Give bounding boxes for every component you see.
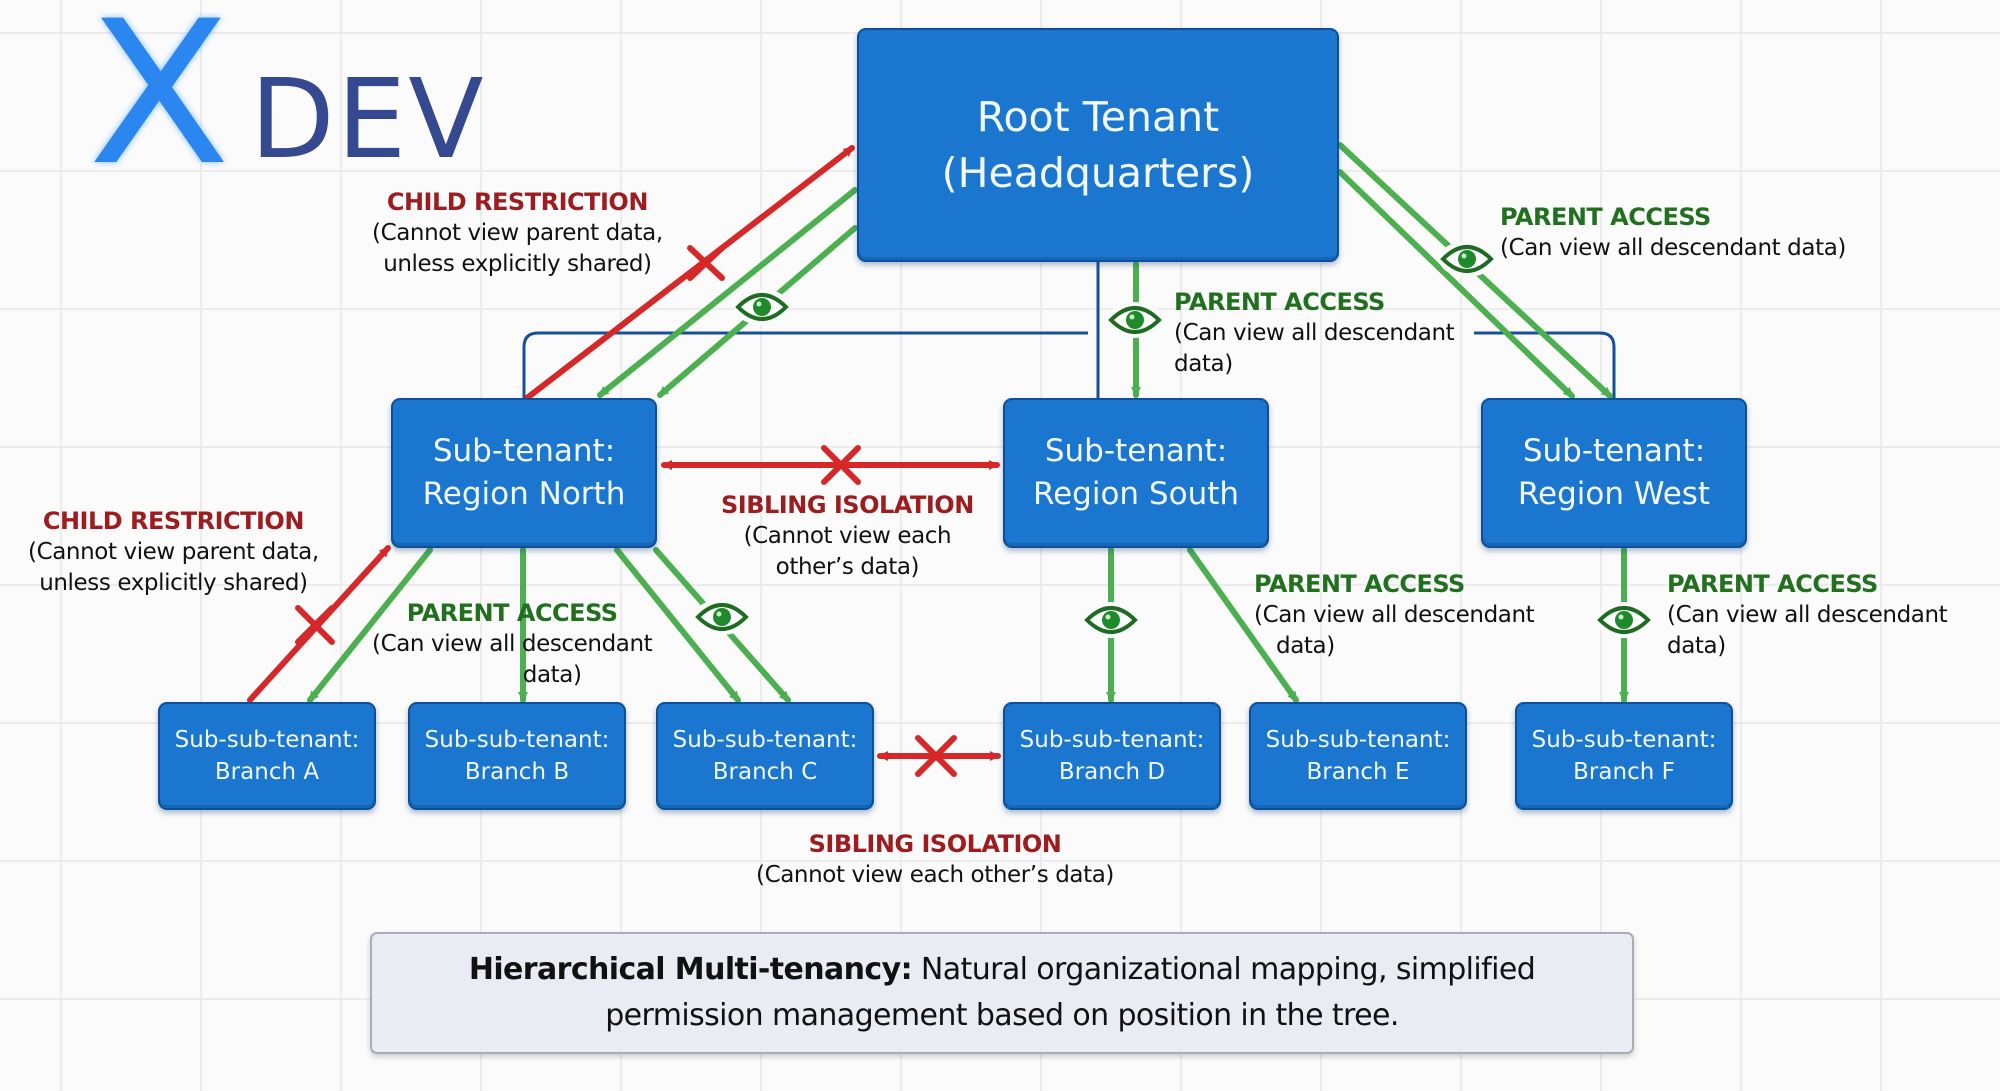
eye-icon	[1439, 241, 1495, 277]
node-branch-f[interactable]: Sub-sub-tenant: Branch F	[1515, 702, 1733, 810]
x-icon	[295, 605, 335, 645]
summary-box: Hierarchical Multi-tenancy: Natural orga…	[370, 932, 1634, 1054]
node-subtitle: Region West	[1517, 476, 1711, 512]
summary-line-1: Hierarchical Multi-tenancy: Natural orga…	[468, 947, 1536, 993]
logo-text: DEV	[250, 55, 486, 183]
summary-heading: Hierarchical Multi-tenancy:	[468, 952, 913, 987]
node-region-south[interactable]: Sub-tenant: Region South	[1003, 398, 1269, 548]
node-subtitle: Branch E	[1306, 759, 1410, 785]
summary-text: Natural organizational mapping, simplifi…	[911, 952, 1536, 987]
label-parent-access-south-e: PARENT ACCESS (Can view all descendant d…	[1254, 570, 1535, 659]
arrow-north-to-branch-c-1	[614, 547, 741, 703]
label-parent-access-north-b: PARENT ACCESS (Can view all descendant d…	[372, 599, 653, 688]
label-child-restriction-top: CHILD RESTRICTION (Cannot view parent da…	[372, 188, 663, 277]
node-title: Sub-sub-tenant:	[174, 727, 360, 753]
node-subtitle: Branch D	[1058, 759, 1166, 785]
node-root-tenant[interactable]: Root Tenant (Headquarters)	[857, 28, 1339, 262]
logo-mark: X	[88, 0, 231, 209]
label-child-restriction-left: CHILD RESTRICTION (Cannot view parent da…	[28, 507, 319, 596]
node-subtitle: Branch B	[464, 759, 570, 785]
node-title: Sub-tenant:	[432, 433, 616, 469]
node-title: Root Tenant	[976, 93, 1220, 141]
eye-icon	[1083, 602, 1139, 638]
blocked-marks	[295, 245, 957, 777]
node-subtitle: Region North	[422, 476, 626, 512]
label-parent-access-root-west: PARENT ACCESS (Can view all descendant d…	[1500, 203, 1846, 261]
arrow-south-to-branch-e	[1187, 547, 1299, 703]
node-title: Sub-sub-tenant:	[1531, 727, 1717, 753]
label-sibling-isolation-regions: SIBLING ISOLATION (Cannot view each othe…	[721, 491, 974, 580]
node-branch-a[interactable]: Sub-sub-tenant: Branch A	[158, 702, 376, 810]
arrow-north-to-root-blocked	[524, 145, 855, 401]
node-branch-c[interactable]: Sub-sub-tenant: Branch C	[656, 702, 874, 810]
node-region-west[interactable]: Sub-tenant: Region West	[1481, 398, 1747, 548]
node-title: Sub-sub-tenant:	[1019, 727, 1205, 753]
node-branch-e[interactable]: Sub-sub-tenant: Branch E	[1249, 702, 1467, 810]
node-region-north[interactable]: Sub-tenant: Region North	[391, 398, 657, 548]
node-subtitle: Branch F	[1573, 759, 1675, 785]
node-branch-d[interactable]: Sub-sub-tenant: Branch D	[1003, 702, 1221, 810]
arrow-north-to-branch-a	[307, 547, 433, 703]
arrow-root-to-west-1	[1337, 169, 1575, 399]
node-subtitle: Region South	[1032, 476, 1240, 512]
eye-icon	[1107, 302, 1163, 338]
x-icon	[821, 445, 861, 485]
eye-icon	[734, 289, 790, 325]
label-parent-access-west-f: PARENT ACCESS (Can view all descendant d…	[1667, 570, 1948, 659]
eye-icon	[1596, 602, 1652, 638]
label-sibling-isolation-branches: SIBLING ISOLATION (Cannot view each othe…	[756, 830, 1114, 888]
tree-bracket	[522, 262, 1616, 398]
tree-line-to-north	[522, 331, 1088, 398]
tree-line-to-west	[1474, 331, 1616, 398]
x-icon	[915, 735, 957, 777]
label-parent-access-root-south: PARENT ACCESS (Can view all descendant d…	[1174, 288, 1455, 377]
node-subtitle: Branch A	[214, 759, 320, 785]
node-subtitle: (Headquarters)	[941, 149, 1255, 197]
node-title: Sub-sub-tenant:	[424, 727, 610, 753]
eye-icons	[694, 241, 1652, 638]
node-title: Sub-tenant:	[1522, 433, 1706, 469]
node-subtitle: Branch C	[712, 759, 818, 785]
x-icon	[687, 245, 725, 281]
node-branch-b[interactable]: Sub-sub-tenant: Branch B	[408, 702, 626, 810]
eye-icon	[694, 599, 750, 635]
arrow-root-to-north-1	[597, 187, 858, 398]
node-title: Sub-sub-tenant:	[672, 727, 858, 753]
node-title: Sub-tenant:	[1044, 433, 1228, 469]
summary-line-2: permission management based on position …	[605, 998, 1399, 1033]
node-title: Sub-sub-tenant:	[1265, 727, 1451, 753]
